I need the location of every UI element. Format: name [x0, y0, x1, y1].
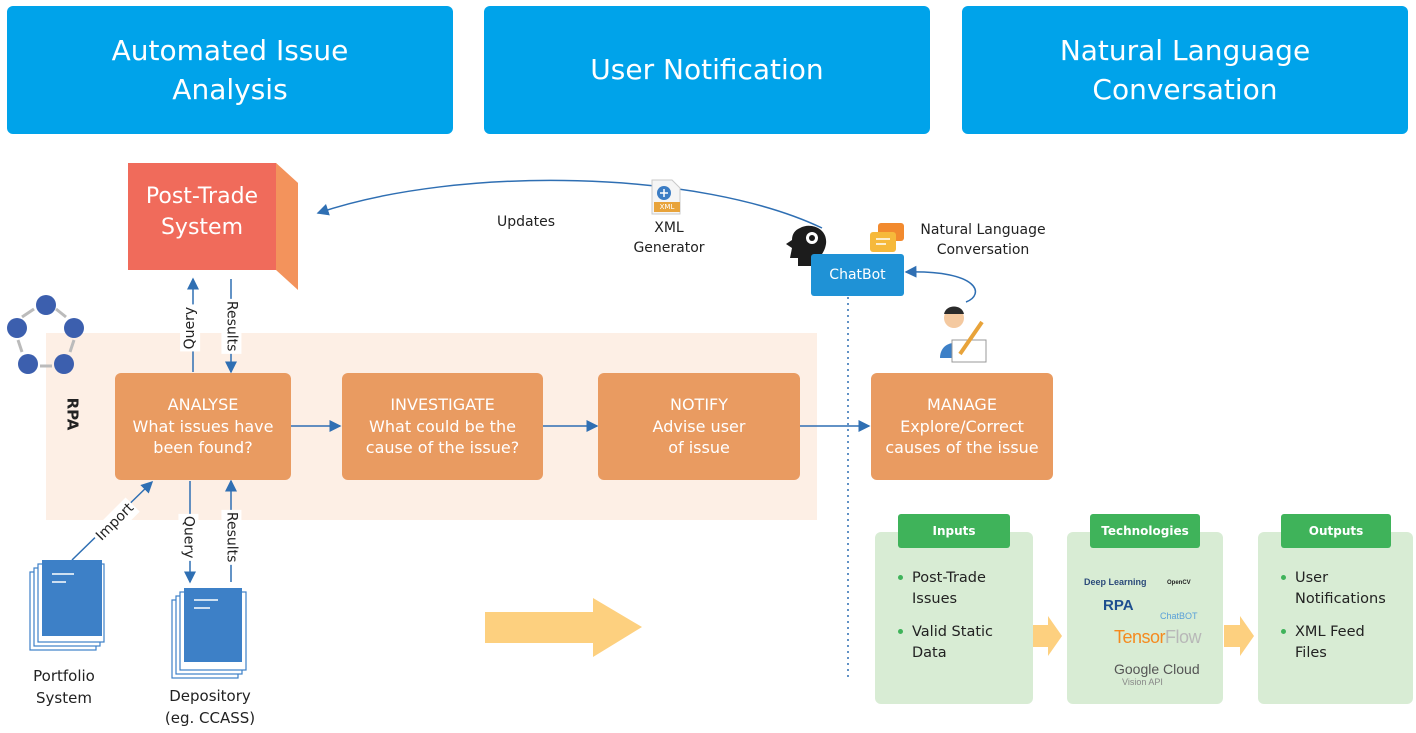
- step-analyse-desc: What issues have been found?: [132, 416, 274, 458]
- step-notify: NOTIFY Advise user of issue: [598, 373, 800, 480]
- banner-automated-issue-analysis: Automated Issue Analysis: [7, 6, 453, 134]
- deep-learning-label: Deep Learning: [1084, 577, 1147, 587]
- portfolio-document-stack: [29, 560, 105, 651]
- step-analyse-title: ANALYSE: [167, 395, 239, 415]
- user-chatbot-arrow: [904, 265, 977, 303]
- inputs-list: Post-Trade Issues Valid Static Data: [898, 568, 1028, 676]
- technologies-tag: Technologies: [1090, 514, 1200, 548]
- opencv-label: OpenCV: [1167, 580, 1191, 586]
- step-notify-desc: Advise user of issue: [652, 416, 746, 458]
- chatbot-tech-label: ChatBOT: [1160, 611, 1198, 621]
- google-cloud-label: Google Cloud: [1114, 661, 1200, 677]
- banner-natural-language-conversation: Natural Language Conversation: [962, 6, 1408, 134]
- query-label-bottom: Query: [178, 513, 199, 561]
- results-label-bottom: Results: [221, 509, 242, 565]
- outputs-panel: [1258, 532, 1413, 704]
- tensorflow-label: TensorFlow: [1114, 627, 1202, 648]
- tech-outputs-arrow: [1224, 616, 1254, 656]
- inputs-item: Post-Trade Issues: [898, 568, 1028, 610]
- step-investigate: INVESTIGATE What could be the cause of t…: [342, 373, 543, 480]
- inputs-tag: Inputs: [898, 514, 1010, 548]
- user-writing-icon: [940, 306, 987, 363]
- inputs-item: Valid Static Data: [898, 622, 1028, 664]
- post-trade-system-box: [128, 163, 298, 290]
- updates-arrow: [316, 179, 823, 229]
- outputs-item: XML Feed Files: [1281, 622, 1411, 664]
- technologies-panel: [1067, 532, 1223, 704]
- depository-document-stack: [171, 588, 247, 679]
- vision-api-label: Vision API: [1122, 677, 1163, 687]
- query-label-top: Query: [180, 304, 201, 352]
- post-trade-system-label: Post-Trade System: [145, 184, 259, 240]
- step-notify-title: NOTIFY: [669, 395, 729, 415]
- natural-language-conversation-label: Natural Language Conversation: [920, 222, 1046, 259]
- inputs-tech-arrow: [1032, 616, 1062, 656]
- xml-generator-label: XML Generator: [633, 220, 705, 257]
- step-manage-title: MANAGE: [927, 395, 997, 415]
- rpa-tech-label: RPA: [1103, 597, 1134, 614]
- chatbot-box: ChatBot: [811, 254, 904, 296]
- depository-label: Depository (eg. CCASS): [164, 687, 256, 727]
- step-manage: MANAGE Explore/Correct causes of the iss…: [871, 373, 1053, 480]
- step-investigate-title: INVESTIGATE: [390, 395, 495, 415]
- big-arrow: [485, 598, 642, 657]
- xml-icon-text: XML: [659, 203, 675, 211]
- updates-label: Updates: [497, 214, 555, 230]
- step-manage-desc: Explore/Correct causes of the issue: [885, 416, 1039, 458]
- xml-file-icon: [651, 179, 681, 215]
- banner-user-notification: User Notification: [484, 6, 930, 134]
- outputs-list: User Notifications XML Feed Files: [1281, 568, 1411, 676]
- results-label-top: Results: [221, 298, 242, 354]
- tensorflow-label-b: Flow: [1165, 627, 1202, 647]
- portfolio-system-label: Portfolio System: [33, 667, 95, 707]
- step-analyse: ANALYSE What issues have been found?: [115, 373, 291, 480]
- tensorflow-label-a: Tensor: [1114, 627, 1166, 647]
- outputs-tag: Outputs: [1281, 514, 1391, 548]
- inputs-panel: [875, 532, 1033, 704]
- outputs-item: User Notifications: [1281, 568, 1411, 610]
- rpa-cycle-icon: [7, 295, 84, 374]
- chat-bubbles-icon: [870, 223, 904, 252]
- step-investigate-desc: What could be the cause of the issue?: [365, 416, 520, 458]
